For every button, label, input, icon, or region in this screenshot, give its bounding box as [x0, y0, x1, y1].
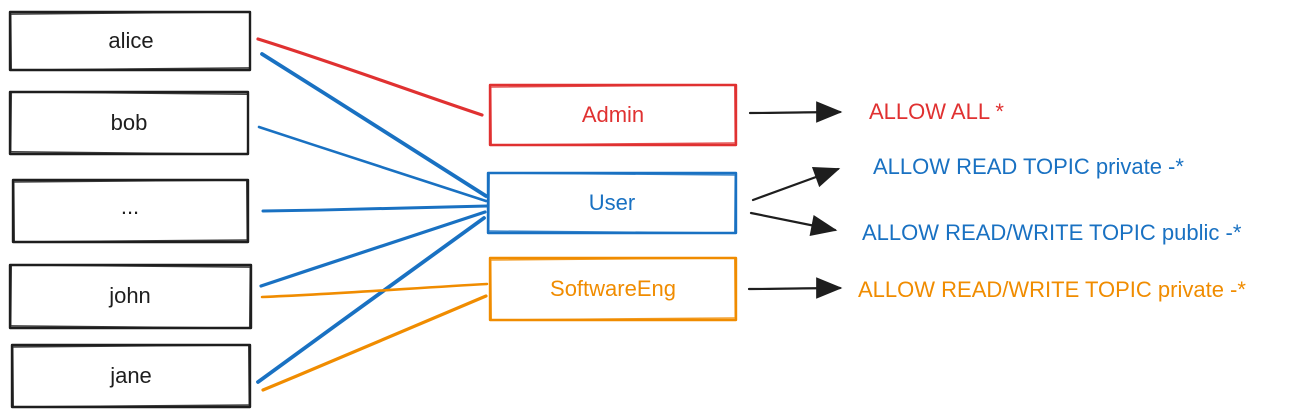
role-node-user-box [486, 171, 738, 235]
edge-ellipsis-user [261, 204, 489, 213]
user-node-jane: jane [10, 343, 252, 409]
edge-bob-user [257, 125, 488, 203]
edge-alice-admin [256, 37, 484, 117]
user-label-ellipsis: ... [121, 194, 139, 219]
user-label-alice: alice [108, 28, 153, 53]
permission-labels: ALLOW ALL * ALLOW READ TOPIC private -* … [858, 99, 1246, 302]
role-node-admin: Admin [488, 83, 738, 147]
user-label-john: john [108, 283, 151, 308]
user-label-jane: jane [109, 363, 152, 388]
user-node-ellipsis: ... [11, 178, 250, 244]
role-label-softwareeng: SoftwareEng [550, 276, 676, 301]
user-node-jane-box [10, 343, 252, 409]
user-node-bob-box [8, 90, 250, 156]
arrow-user-rw-public [749, 211, 838, 237]
edge-jane-softwareeng [261, 294, 488, 392]
membership-edges [256, 37, 489, 392]
role-node-user: User [486, 171, 738, 235]
arrow-softwareeng-rw-private [747, 277, 843, 299]
permission-allow-all: ALLOW ALL * [869, 99, 1004, 124]
edge-jane-user [256, 216, 486, 384]
role-node-softwareeng: SoftwareEng [488, 256, 738, 322]
user-node-john: john [8, 263, 253, 330]
arrow-user-read-private [751, 166, 841, 202]
user-node-ellipsis-box [11, 178, 250, 244]
permission-arrows [747, 101, 843, 299]
role-label-user: User [589, 190, 635, 215]
user-label-bob: bob [111, 110, 148, 135]
user-node-alice: alice [8, 10, 252, 72]
permission-rw-topic-private: ALLOW READ/WRITE TOPIC private -* [858, 277, 1246, 302]
role-node-admin-box [488, 83, 738, 147]
role-label-admin: Admin [582, 102, 644, 127]
user-node-alice-box [8, 10, 252, 72]
user-node-john-box [8, 263, 253, 330]
permission-rw-topic-public: ALLOW READ/WRITE TOPIC public -* [862, 220, 1242, 245]
edge-john-softwareeng [260, 282, 489, 299]
permission-read-topic-private: ALLOW READ TOPIC private -* [873, 154, 1184, 179]
arrow-admin-allow-all [748, 101, 843, 123]
role-node-softwareeng-box [488, 256, 738, 322]
edge-alice-user [260, 52, 488, 198]
user-node-bob: bob [8, 90, 250, 156]
edge-john-user [259, 210, 487, 288]
